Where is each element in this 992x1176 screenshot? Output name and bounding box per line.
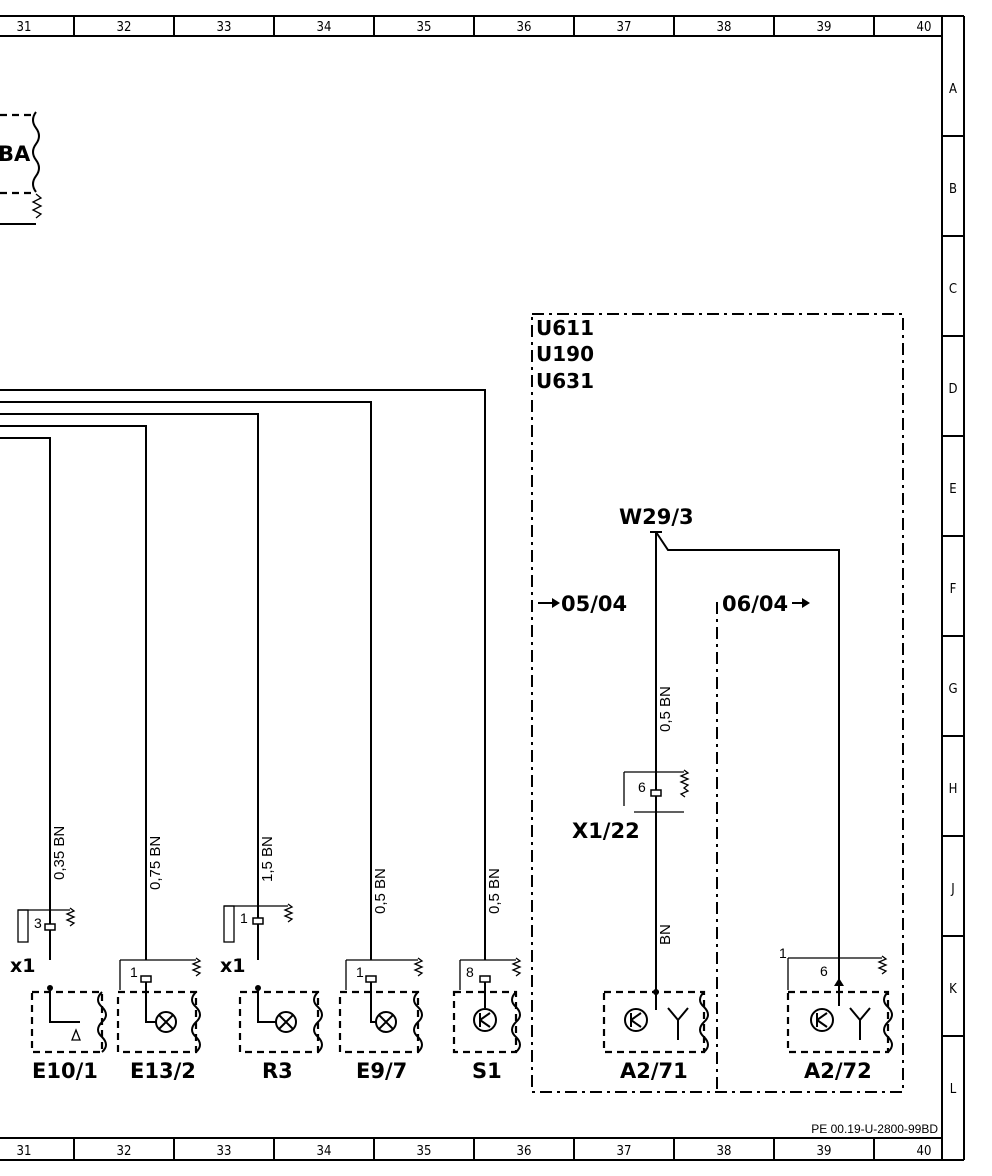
module-code: U190 bbox=[536, 342, 594, 366]
row-label: G bbox=[948, 682, 957, 697]
component-label-e10-1: E10/1 bbox=[32, 1059, 98, 1083]
col-label: 31 bbox=[17, 20, 32, 35]
module-u611-box: U611 U190 U631 bbox=[531, 313, 904, 1093]
connector-w29-3: W29/3 bbox=[619, 505, 840, 992]
sheet-frame bbox=[0, 15, 965, 1161]
wire-label-e13-2: 0,75 BN bbox=[147, 836, 164, 890]
wire-label-r3: 1,5 BN bbox=[259, 836, 276, 882]
wire-label-a2-71-upper: 0,5 BN bbox=[657, 686, 674, 732]
col-label: 33 bbox=[217, 20, 232, 35]
row-label: F bbox=[950, 582, 957, 597]
ref-right-label: 06/04 bbox=[722, 592, 788, 616]
component-s1: 8 S1 bbox=[452, 957, 522, 1083]
row-labels: A B C D E F G H J K L bbox=[948, 82, 957, 1097]
pin-e9-7: 1 bbox=[356, 964, 364, 980]
col-label: 32 bbox=[117, 1144, 132, 1159]
pin-e13-2: 1 bbox=[130, 964, 138, 980]
col-label: 36 bbox=[517, 20, 532, 35]
wire-label-e10-1: 0,35 BN bbox=[51, 826, 68, 880]
component-label-a2-72: A2/72 bbox=[804, 1059, 872, 1083]
col-label: 32 bbox=[117, 20, 132, 35]
component-label-a2-71: A2/71 bbox=[620, 1059, 688, 1083]
col-label: 34 bbox=[317, 1144, 332, 1159]
component-e10-1: 3 x1 E10/1 bbox=[10, 907, 107, 1083]
ba-module-fragment: BA bbox=[0, 111, 43, 225]
col-label: 35 bbox=[417, 20, 432, 35]
pin-e10-1: 3 bbox=[34, 915, 42, 931]
cross-ref-right: 06/04 bbox=[722, 592, 810, 616]
col-label: 40 bbox=[917, 20, 932, 35]
col-label: 37 bbox=[617, 20, 632, 35]
ref-left-label: 05/04 bbox=[561, 592, 627, 616]
component-a2-71: A2/71 bbox=[602, 989, 709, 1083]
pin-r3: 1 bbox=[240, 910, 248, 926]
component-label-e13-2: E13/2 bbox=[130, 1059, 196, 1083]
row-label: E bbox=[949, 482, 956, 497]
x1-label-right: x1 bbox=[220, 955, 245, 977]
w29-3-label: W29/3 bbox=[619, 505, 694, 529]
col-label: 36 bbox=[517, 1144, 532, 1159]
row-label: H bbox=[949, 782, 958, 797]
column-labels-top: 31 32 33 34 35 36 37 38 39 40 bbox=[17, 20, 932, 35]
row-label: A bbox=[949, 82, 957, 97]
connector-x1-22: 6 X1/22 bbox=[572, 769, 690, 843]
wire-label-s1: 0,5 BN bbox=[486, 868, 503, 914]
cross-ref-left: 05/04 bbox=[538, 592, 627, 616]
pin-a2-72-group: 1 bbox=[779, 945, 787, 961]
x1-22-label: X1/22 bbox=[572, 819, 640, 843]
row-label: J bbox=[950, 882, 954, 897]
wire-bus bbox=[0, 389, 486, 960]
x1-label-left: x1 bbox=[10, 955, 35, 977]
col-label: 39 bbox=[817, 20, 832, 35]
col-label: 40 bbox=[917, 1144, 932, 1159]
col-label: 38 bbox=[717, 1144, 732, 1159]
module-code: U631 bbox=[536, 369, 594, 393]
col-label: 33 bbox=[217, 1144, 232, 1159]
row-label: D bbox=[948, 382, 957, 397]
row-label: K bbox=[949, 982, 957, 997]
pin-a2-72: 6 bbox=[820, 963, 828, 979]
column-labels-bottom: 31 32 33 34 35 36 37 38 39 40 bbox=[17, 1144, 932, 1159]
row-label: C bbox=[949, 282, 957, 297]
col-label: 34 bbox=[317, 20, 332, 35]
module-code: U611 bbox=[536, 316, 594, 340]
component-label-r3: R3 bbox=[262, 1059, 293, 1083]
row-label: B bbox=[949, 182, 957, 197]
component-e9-7: 1 E9/7 bbox=[338, 957, 424, 1083]
col-label: 31 bbox=[17, 1144, 32, 1159]
row-label: L bbox=[950, 1082, 957, 1097]
component-label-e9-7: E9/7 bbox=[356, 1059, 407, 1083]
wire-label-e9-7: 0,5 BN bbox=[372, 868, 389, 914]
pin-s1: 8 bbox=[466, 964, 474, 980]
component-e13-2: 1 E13/2 bbox=[116, 957, 202, 1083]
wire-label-a2-71-lower: BN bbox=[657, 924, 674, 945]
component-a2-72: 1 6 A2/72 bbox=[779, 945, 893, 1083]
col-label: 37 bbox=[617, 1144, 632, 1159]
footer-code: PE 00.19-U-2800-99BD bbox=[811, 1122, 938, 1136]
component-r3: 1 x1 R3 bbox=[220, 903, 323, 1083]
col-label: 35 bbox=[417, 1144, 432, 1159]
component-label-s1: S1 bbox=[472, 1059, 502, 1083]
col-label: 38 bbox=[717, 20, 732, 35]
col-label: 39 bbox=[817, 1144, 832, 1159]
pin-x1-22: 6 bbox=[638, 779, 646, 795]
ba-label: BA bbox=[0, 142, 31, 166]
